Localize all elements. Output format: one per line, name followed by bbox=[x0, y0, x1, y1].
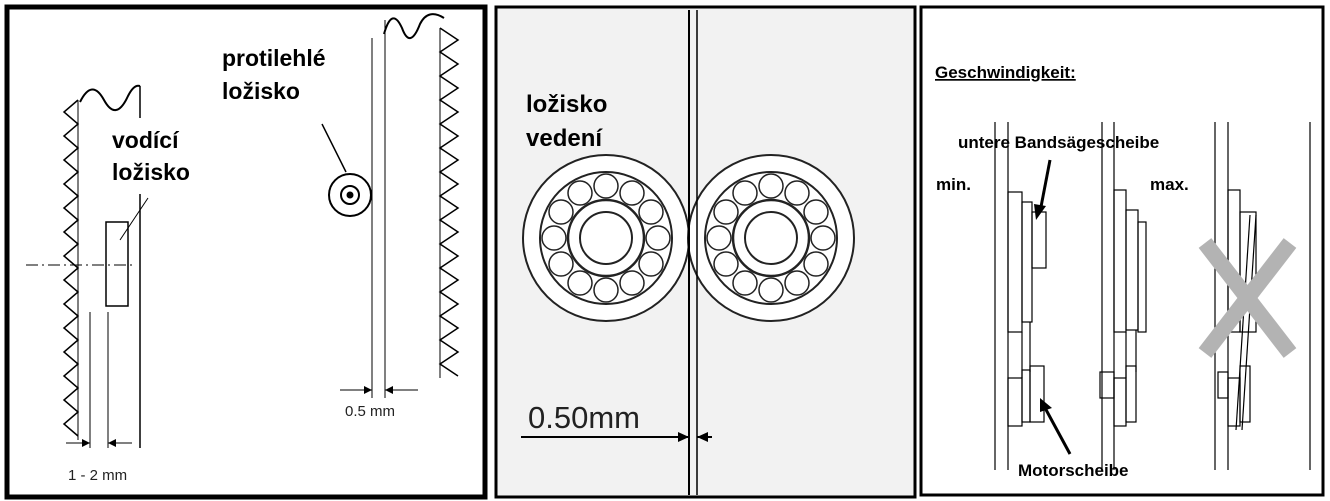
opposite-bearing-label-1: protilehlé bbox=[222, 45, 326, 71]
bearing-ball bbox=[593, 173, 619, 199]
left-ball-bearing bbox=[522, 154, 690, 322]
max-lower-step-1 bbox=[1099, 371, 1115, 399]
bearing-ball bbox=[803, 199, 829, 225]
wrong-config-cross-icon bbox=[1198, 238, 1297, 358]
right-bearing-bore bbox=[744, 211, 798, 265]
motor-wheel-label: Motorscheibe bbox=[1018, 461, 1129, 480]
cross-stroke-b bbox=[1198, 238, 1297, 358]
opposite-bearing-inner bbox=[340, 185, 360, 205]
max-label: max. bbox=[1150, 175, 1189, 194]
dim-gap-label: 0.50mm bbox=[528, 400, 640, 435]
panel1-frame bbox=[4, 4, 488, 500]
bearing-ball bbox=[548, 199, 574, 225]
upper-wheel-label: untere Bandsägescheibe bbox=[958, 133, 1159, 152]
wrong-lower-step-1 bbox=[1217, 371, 1229, 399]
bearing-ball bbox=[713, 251, 739, 277]
bearing-ball bbox=[645, 225, 671, 251]
right-ball-bearing bbox=[687, 154, 855, 322]
right-blade-teeth bbox=[438, 27, 460, 377]
right-bearing-balls bbox=[706, 173, 836, 303]
bearing-ball bbox=[732, 180, 758, 206]
dim-left-arrowhead-r bbox=[108, 439, 116, 447]
opposite-bearing-label-2: ložisko bbox=[222, 78, 300, 104]
opposite-bearing-center bbox=[346, 191, 354, 199]
dim-right-arrowhead-r bbox=[385, 386, 393, 394]
bearing-ball bbox=[638, 251, 664, 277]
dim-gap-arrowhead-l bbox=[678, 432, 689, 442]
pulley-config-min bbox=[994, 122, 1047, 470]
motor-wheel-pointer bbox=[1042, 405, 1072, 455]
left-bearing-race bbox=[539, 171, 673, 305]
bearing-ball bbox=[593, 277, 619, 303]
max-upper-step-2 bbox=[1137, 221, 1147, 333]
guide-bearing bbox=[105, 221, 129, 307]
panel-bearing-gap: ložisko vedení 0.50mm bbox=[494, 5, 917, 499]
bearing-ball bbox=[638, 199, 664, 225]
bearing-label-1: ložisko bbox=[526, 91, 607, 118]
wrong-lower-step-2 bbox=[1239, 365, 1251, 423]
max-lower-step-2 bbox=[1125, 365, 1137, 423]
dim-left-label: 1 - 2 mm bbox=[68, 467, 127, 484]
left-bearing-bore bbox=[579, 211, 633, 265]
dim-right-arrowhead-l bbox=[364, 386, 372, 394]
dim-gap-arrowhead-r bbox=[697, 432, 708, 442]
opposite-bearing-leader bbox=[321, 123, 347, 173]
bearing-ball bbox=[803, 251, 829, 277]
bearing-ball bbox=[619, 180, 645, 206]
motor-wheel-pointer-head bbox=[1040, 398, 1052, 412]
bearing-label-2: vedení bbox=[526, 125, 603, 152]
bearing-ball bbox=[758, 173, 784, 199]
bearing-ball bbox=[567, 180, 593, 206]
dim-left-arrowhead-l bbox=[82, 439, 90, 447]
bearing-ball bbox=[548, 251, 574, 277]
left-bearing-balls bbox=[541, 173, 671, 303]
upper-wheel-pointer bbox=[1038, 159, 1052, 213]
upper-wheel-pointer-head bbox=[1034, 204, 1046, 220]
bearing-ball bbox=[619, 270, 645, 296]
bearing-ball bbox=[784, 180, 810, 206]
bearing-ball bbox=[706, 225, 732, 251]
left-blade-break bbox=[79, 84, 141, 111]
pulley-config-max bbox=[1099, 122, 1147, 470]
guide-label-bg bbox=[108, 118, 213, 194]
bearing-ball bbox=[810, 225, 836, 251]
wrong-belt-a bbox=[1241, 214, 1257, 431]
bearing-ball bbox=[567, 270, 593, 296]
speed-title: Geschwindigkeit: bbox=[935, 63, 1076, 82]
bearing-ball bbox=[758, 277, 784, 303]
bearing-ball bbox=[732, 270, 758, 296]
panel-speed: Geschwindigkeit: untere Bandsägescheibe … bbox=[919, 5, 1325, 497]
right-blade-break bbox=[383, 13, 445, 39]
dim-right-label: 0.5 mm bbox=[345, 403, 395, 420]
guide-bearing-label-1: vodící bbox=[112, 127, 180, 153]
wrong-belt-b bbox=[1235, 214, 1251, 431]
right-bearing-race bbox=[704, 171, 838, 305]
panel-blade-guide: vodící ložisko 1 - 2 mm protilehlé ložis… bbox=[4, 4, 488, 500]
bearing-ball bbox=[713, 199, 739, 225]
guide-bearing-leader bbox=[119, 197, 149, 241]
guide-bearing-label-2: ložisko bbox=[112, 159, 190, 185]
bearing-ball bbox=[541, 225, 567, 251]
min-lower-step-2 bbox=[1029, 365, 1045, 423]
min-label: min. bbox=[936, 175, 971, 194]
bearing-ball bbox=[784, 270, 810, 296]
